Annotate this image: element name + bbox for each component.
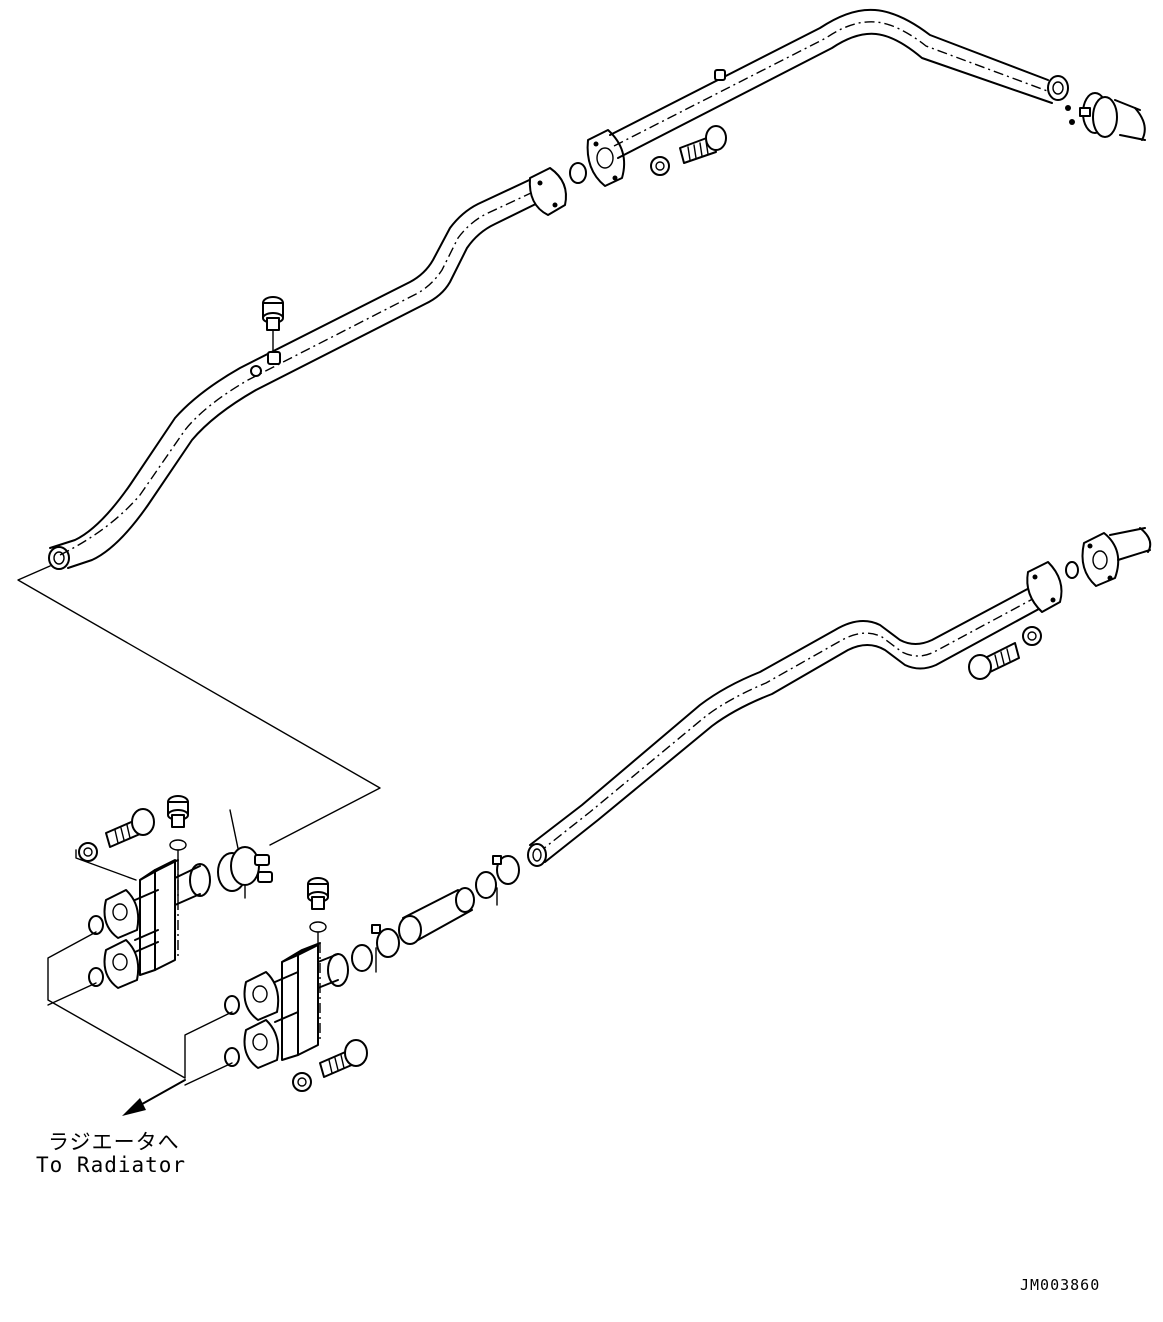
upper-pipe-flange — [528, 167, 567, 216]
destination-label-en: To Radiator — [36, 1153, 187, 1177]
o-ring-upper — [569, 162, 587, 184]
radiator-leader-lines — [47, 931, 233, 1116]
lower-coolant-pipe — [527, 584, 1049, 867]
lower-pipe-flange — [1026, 561, 1063, 613]
lower-flange-bolt — [968, 626, 1042, 680]
right-air-bleed-plug — [307, 877, 329, 976]
lower-rubber-hose — [351, 855, 520, 973]
upper-flange-bolt — [650, 125, 727, 176]
lower-joint-flange — [1081, 527, 1152, 587]
left-manifold — [75, 795, 211, 989]
drain-plug-port — [250, 351, 281, 377]
right-manifold — [224, 877, 368, 1092]
upper-coolant-pipe — [48, 174, 553, 570]
upper-right-pipe — [609, 8, 1069, 159]
leader-lines — [17, 565, 381, 859]
upper-right-hose-clamp — [1065, 92, 1146, 141]
destination-label-jp: ラジエータへ — [48, 1130, 180, 1154]
o-ring-lower — [1065, 561, 1079, 579]
arrow-to-radiator-icon — [122, 1098, 146, 1116]
left-air-bleed-plug — [167, 795, 189, 901]
pipe-clamp-band — [217, 846, 273, 899]
drain-plug — [262, 296, 284, 353]
drawing-code: JM003860 — [1020, 1276, 1101, 1294]
upper-joint-flange — [586, 129, 626, 187]
